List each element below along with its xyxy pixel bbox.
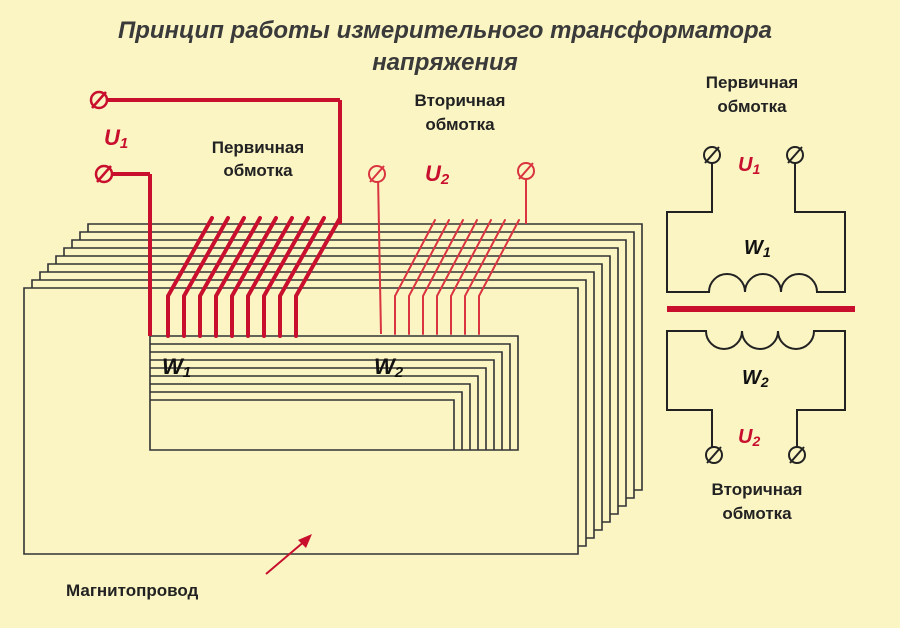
primary-coil-turn xyxy=(198,216,246,338)
core-lamination xyxy=(23,287,579,555)
u1-label: U1 xyxy=(104,125,128,152)
u2-label: U2 xyxy=(425,161,450,188)
secondary-coil-turn xyxy=(394,219,436,335)
terminal-u2-right xyxy=(517,162,535,180)
schematic-terminal-s2 xyxy=(788,446,806,464)
secondary-coils xyxy=(394,219,520,335)
schematic-terminal-s1 xyxy=(705,446,723,464)
primary-winding-label-line1: Первичная xyxy=(212,138,304,157)
primary-coil-turn xyxy=(246,216,294,338)
primary-coil-turn xyxy=(182,216,230,338)
title-line-1: Принцип работы измерительного трансформа… xyxy=(118,17,772,44)
secondary-lead-left xyxy=(377,175,382,335)
schematic-u1-label: U1 xyxy=(738,154,760,177)
primary-coil-turn xyxy=(294,216,342,338)
schematic-w2-label: W2 xyxy=(742,367,769,390)
core-pointer-arrow xyxy=(265,534,312,575)
secondary-coil-turn xyxy=(478,219,520,335)
secondary-coil-turn xyxy=(408,219,450,335)
schematic-w1-label: W1 xyxy=(744,237,771,260)
primary-coil-turn xyxy=(166,216,214,338)
terminal-u2-left xyxy=(368,165,386,183)
title-line-2: напряжения xyxy=(372,49,518,76)
schematic-primary-coil xyxy=(666,163,846,293)
secondary-coil-turn xyxy=(450,219,492,335)
primary-coil-turn xyxy=(230,216,278,338)
primary-winding-label-line2: обмотка xyxy=(223,161,293,180)
w2-label: W2 xyxy=(374,354,404,381)
secondary-coil-turn xyxy=(436,219,478,335)
schematic-secondary-label-line2: обмотка xyxy=(722,504,792,523)
primary-coil-turn xyxy=(262,216,310,338)
magnetic-core xyxy=(23,223,643,555)
schematic-symbol: Первичная обмотка U1 W1 W2 U2 Втор xyxy=(666,73,855,523)
secondary-coil-turn xyxy=(464,219,506,335)
schematic-primary-label-line2: обмотка xyxy=(717,97,787,116)
primary-coil-turn xyxy=(214,216,262,338)
schematic-secondary-label-line1: Вторичная xyxy=(712,480,803,499)
primary-coils xyxy=(166,216,342,338)
schematic-primary-label-line1: Первичная xyxy=(706,73,798,92)
terminal-u1-bottom xyxy=(94,164,114,184)
secondary-winding-label-line1: Вторичная xyxy=(415,91,506,110)
schematic-u2-label: U2 xyxy=(738,426,760,449)
primary-winding xyxy=(99,98,342,338)
core-label: Магнитопровод xyxy=(66,581,199,600)
secondary-winding-label-line2: обмотка xyxy=(425,115,495,134)
schematic-terminal-p2 xyxy=(786,146,804,164)
secondary-winding xyxy=(377,174,527,335)
primary-coil-turn xyxy=(278,216,326,338)
secondary-coil-turn xyxy=(422,219,464,335)
w1-label: W1 xyxy=(162,354,191,381)
terminal-u1-top xyxy=(89,90,109,110)
schematic-secondary-coil xyxy=(666,330,846,447)
schematic-terminal-p1 xyxy=(703,146,721,164)
